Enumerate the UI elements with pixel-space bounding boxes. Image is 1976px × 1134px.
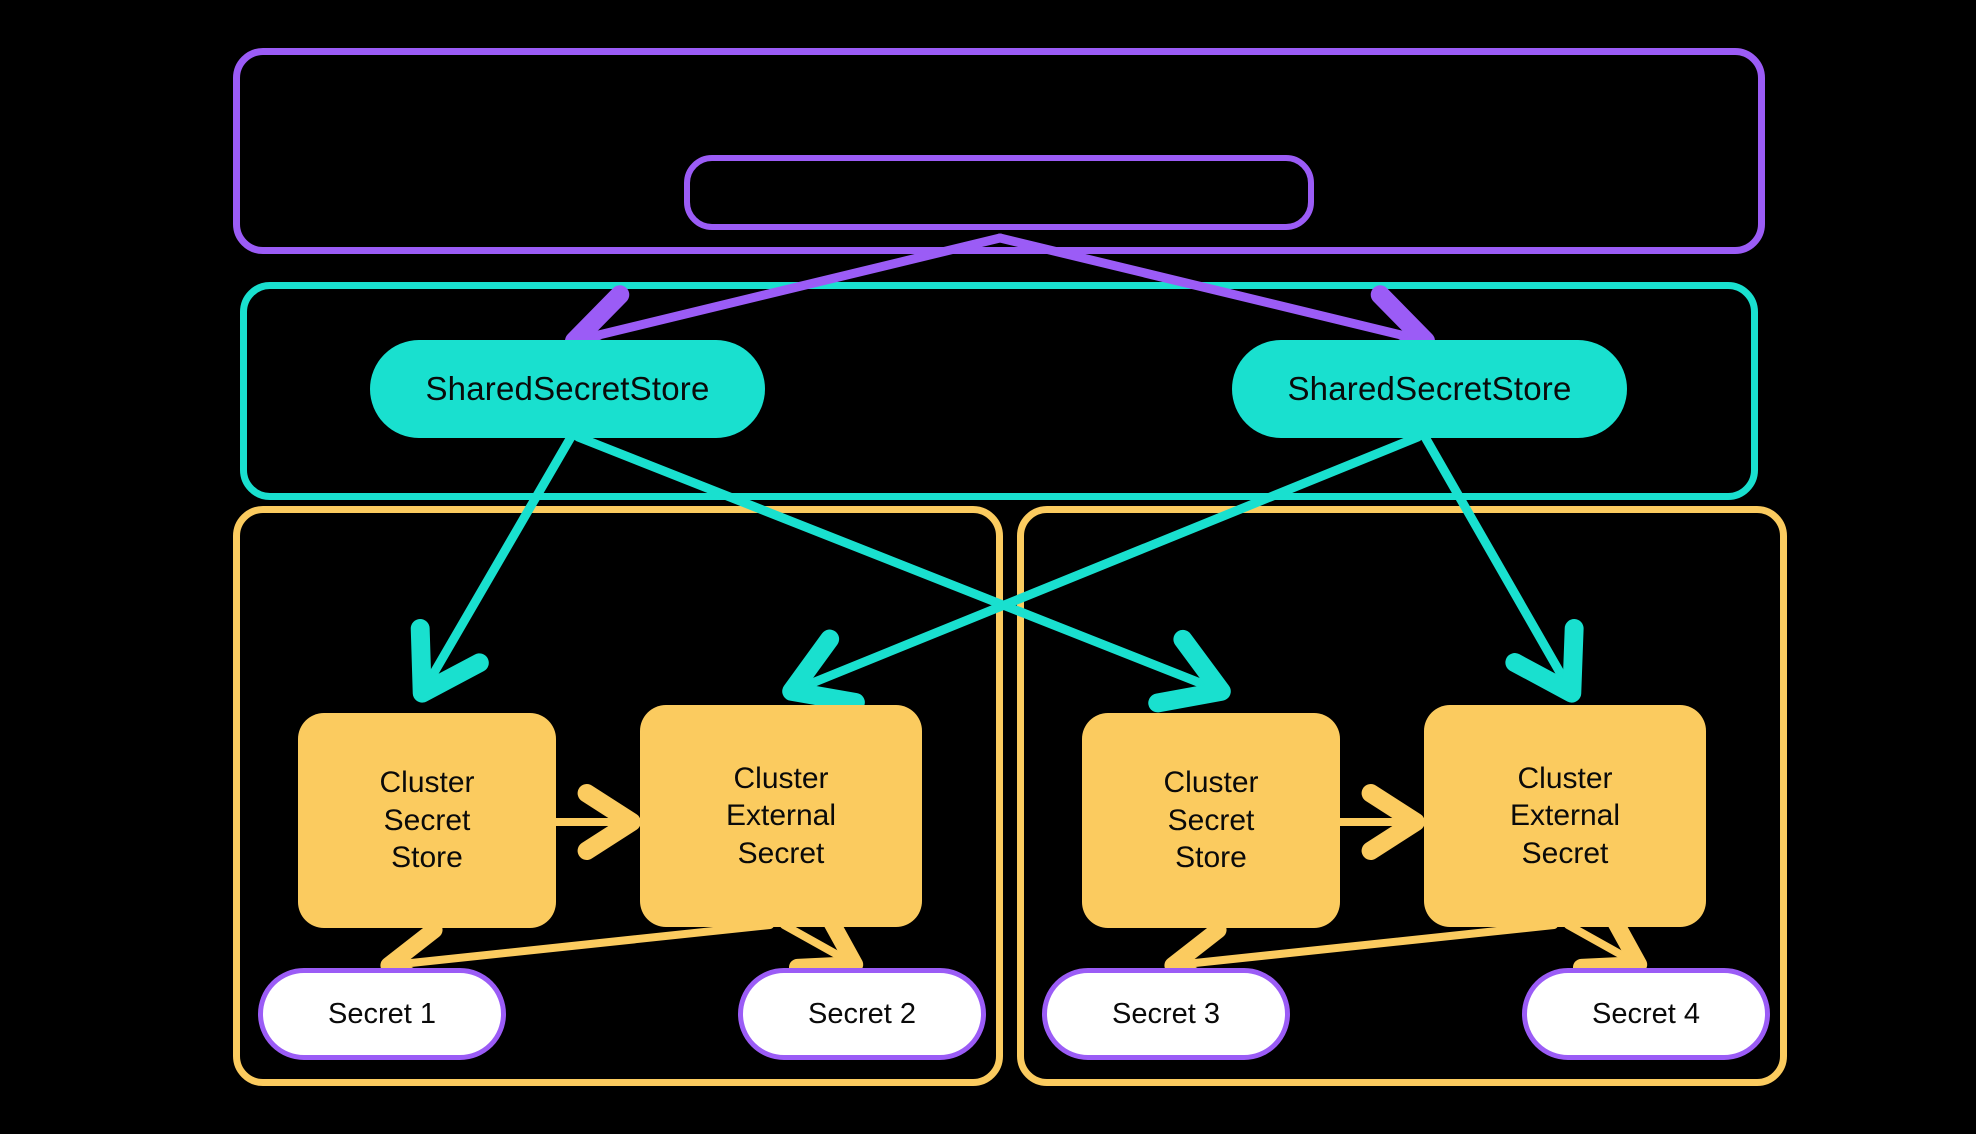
node-cluster-external-secret-2[interactable]: Cluster External Secret (1424, 705, 1706, 927)
node-label-lines: Cluster Secret Store (379, 764, 474, 877)
node-cluster-external-secret-1[interactable]: Cluster External Secret (640, 705, 922, 927)
node-label: SharedSecretStore (1287, 370, 1572, 407)
top-inner-pill[interactable] (684, 155, 1314, 230)
node-label-line-1: Cluster (1163, 766, 1259, 800)
node-label-line-1: Cluster (733, 761, 829, 795)
node-label-line-1: Cluster (379, 766, 475, 800)
node-label-lines: Cluster External Secret (726, 760, 836, 873)
node-label: Secret 4 (1592, 997, 1700, 1030)
node-label: Secret 1 (328, 997, 436, 1030)
node-sharedsecretstore-right[interactable]: SharedSecretStore (1232, 340, 1627, 438)
node-secret-2[interactable]: Secret 2 (738, 968, 986, 1060)
node-cluster-secret-store-2[interactable]: Cluster Secret Store (1082, 713, 1340, 928)
node-sharedsecretstore-left[interactable]: SharedSecretStore (370, 340, 765, 438)
node-label-line-2: External (725, 799, 837, 833)
node-label: Secret 3 (1112, 997, 1220, 1030)
node-cluster-secret-store-1[interactable]: Cluster Secret Store (298, 713, 556, 928)
node-label-lines: Cluster Secret Store (1163, 764, 1258, 877)
node-label-line-3: Secret (1521, 836, 1609, 870)
node-label-lines: Cluster External Secret (1510, 760, 1620, 873)
node-label-line-2: External (1509, 799, 1621, 833)
node-label-line-3: Store (1175, 841, 1247, 875)
node-label-line-2: Secret (1167, 803, 1255, 837)
node-label: Secret 2 (808, 997, 916, 1030)
node-label-line-3: Store (391, 841, 463, 875)
node-secret-1[interactable]: Secret 1 (258, 968, 506, 1060)
node-label-line-1: Cluster (1517, 761, 1613, 795)
node-label-line-3: Secret (737, 836, 825, 870)
node-label-line-2: Secret (383, 803, 471, 837)
node-secret-3[interactable]: Secret 3 (1042, 968, 1290, 1060)
node-label: SharedSecretStore (425, 370, 710, 407)
node-secret-4[interactable]: Secret 4 (1522, 968, 1770, 1060)
